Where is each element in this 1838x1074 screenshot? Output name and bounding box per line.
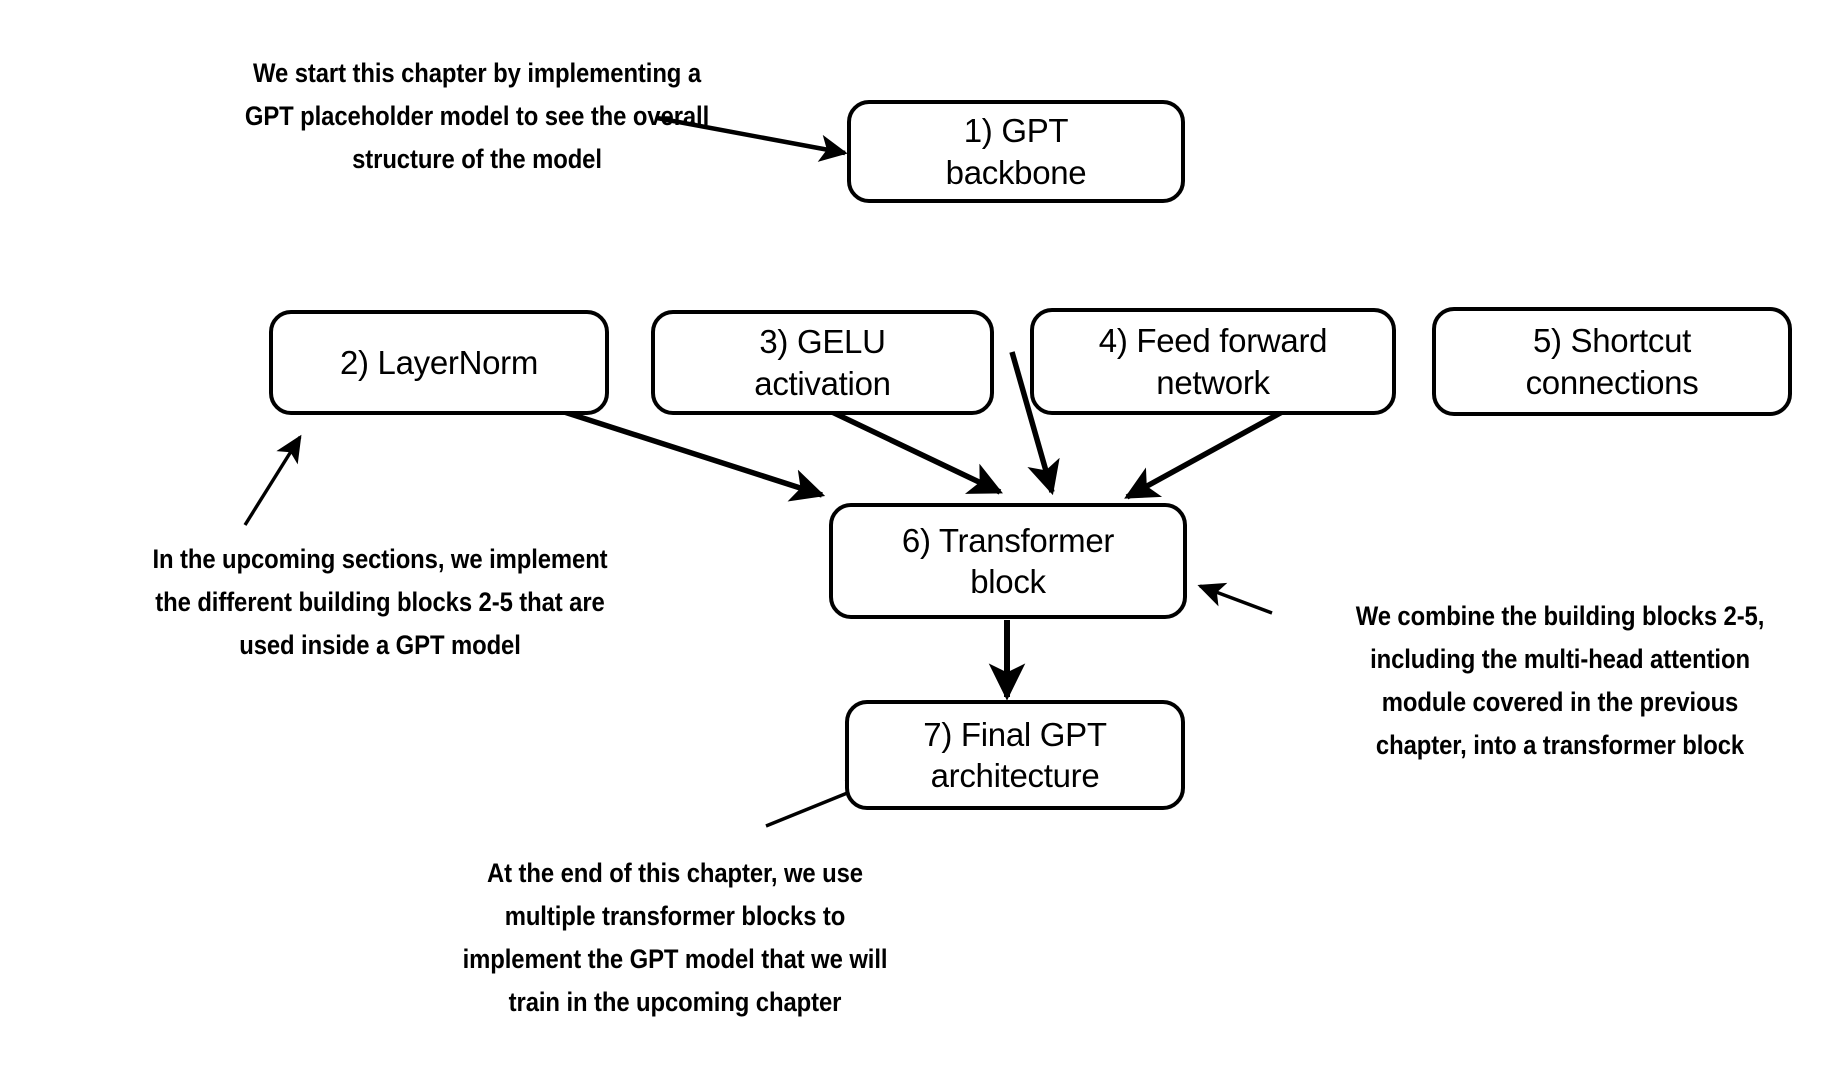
node-layernorm-label: 2) LayerNorm bbox=[340, 342, 538, 383]
note-ending: At the end of this chapter, we use multi… bbox=[405, 852, 945, 1024]
note-combine: We combine the building blocks 2-5, incl… bbox=[1326, 595, 1794, 767]
node-label-line1: 3) GELU bbox=[759, 323, 886, 361]
note-building-blocks: In the upcoming sections, we implement t… bbox=[110, 538, 650, 667]
edge-note-to-transformer bbox=[1197, 582, 1273, 615]
edge-note-to-layernorm bbox=[243, 434, 302, 526]
note-line: We start this chapter by implementing a bbox=[253, 58, 701, 88]
node-gpt-backbone[interactable]: 1) GPT backbone bbox=[847, 100, 1185, 203]
node-label-line1: 2) LayerNorm bbox=[339, 343, 539, 381]
node-transformer-block-label: 6) Transformer block bbox=[902, 520, 1114, 603]
note-line: At the end of this chapter, we use bbox=[487, 858, 863, 888]
node-label-line2: backbone bbox=[945, 153, 1087, 191]
note-line: implement the GPT model that we will bbox=[462, 943, 888, 974]
note-line: train in the upcoming chapter bbox=[508, 986, 842, 1017]
node-label-line2: block bbox=[970, 563, 1046, 600]
node-final-gpt-label: 7) Final GPT architecture bbox=[923, 714, 1107, 797]
note-line: the different building blocks 2-5 that a… bbox=[155, 586, 605, 617]
node-label-line1: 7) Final GPT bbox=[923, 715, 1107, 753]
note-line: We combine the building blocks 2-5, bbox=[1355, 601, 1765, 631]
node-feed-forward[interactable]: 4) Feed forward network bbox=[1030, 308, 1396, 415]
node-gelu-activation-label: 3) GELU activation bbox=[754, 321, 891, 404]
node-label-line2: connections bbox=[1525, 363, 1699, 401]
note-intro: We start this chapter by implementing a … bbox=[203, 52, 752, 181]
note-line: structure of the model bbox=[352, 143, 602, 174]
node-label-line1: 6) Transformer bbox=[901, 521, 1115, 559]
note-line: used inside a GPT model bbox=[239, 629, 521, 660]
node-label-line2: architecture bbox=[930, 757, 1100, 794]
node-shortcut-connections-label: 5) Shortcut connections bbox=[1526, 320, 1699, 403]
node-transformer-block[interactable]: 6) Transformer block bbox=[829, 503, 1187, 619]
node-label-line2: network bbox=[1156, 363, 1270, 401]
node-label-line1: 4) Feed forward bbox=[1098, 322, 1328, 360]
node-label-line1: 1) GPT bbox=[963, 112, 1069, 150]
node-label-line1: 5) Shortcut bbox=[1532, 322, 1692, 360]
node-gpt-backbone-label: 1) GPT backbone bbox=[946, 110, 1087, 193]
note-line: In the upcoming sections, we implement bbox=[152, 544, 608, 574]
node-shortcut-connections[interactable]: 5) Shortcut connections bbox=[1432, 307, 1792, 416]
node-label-line2: activation bbox=[754, 364, 891, 402]
note-line: multiple transformer blocks to bbox=[504, 900, 846, 931]
note-line: including the multi-head attention bbox=[1370, 643, 1750, 674]
node-feed-forward-label: 4) Feed forward network bbox=[1098, 320, 1328, 403]
node-layernorm[interactable]: 2) LayerNorm bbox=[269, 310, 609, 415]
note-line: chapter, into a transformer block bbox=[1375, 729, 1745, 760]
node-gelu-activation[interactable]: 3) GELU activation bbox=[651, 310, 994, 415]
node-final-gpt[interactable]: 7) Final GPT architecture bbox=[845, 700, 1185, 810]
note-line: module covered in the previous bbox=[1381, 686, 1739, 717]
note-line: GPT placeholder model to see the overall bbox=[244, 100, 710, 131]
